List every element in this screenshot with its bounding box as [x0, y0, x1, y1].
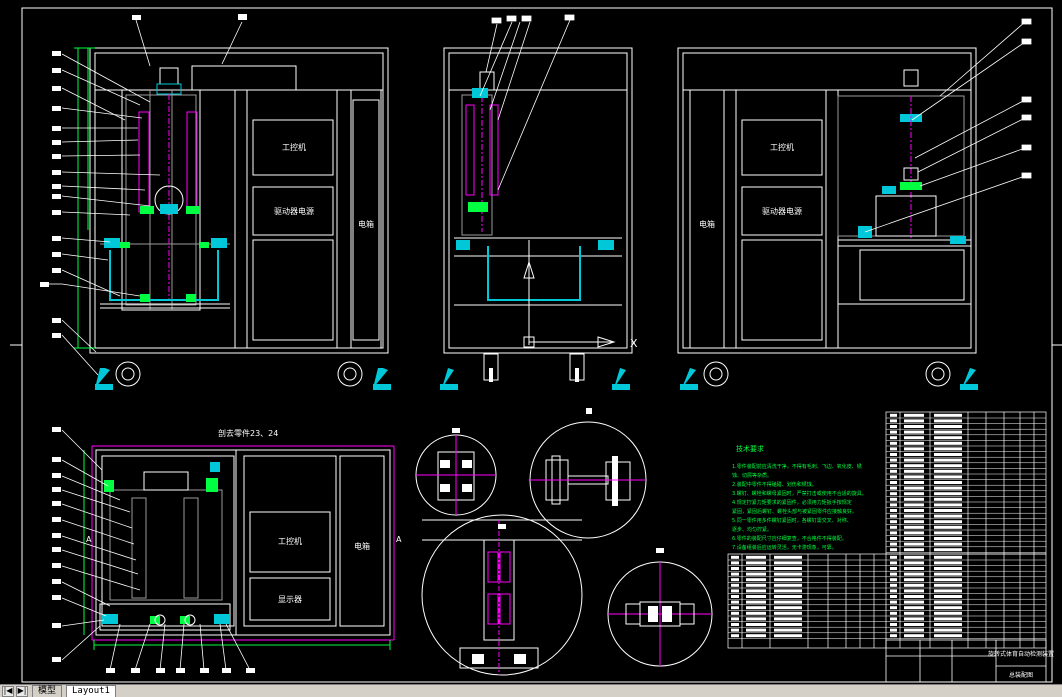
- title-block-drawing-no: 总装配图: [1009, 671, 1033, 679]
- front-cabinet-top-label: 工控机: [282, 142, 306, 152]
- front-view-actuators: [104, 111, 227, 302]
- plan-view-parts: [102, 462, 230, 626]
- side-view-parts: [456, 88, 616, 348]
- front-cabinet-side-label: 电箱: [358, 219, 374, 229]
- plan-view-balloons: [52, 427, 255, 673]
- plan-mid-label: 显示器: [278, 595, 302, 604]
- side-view-leaders: [479, 14, 575, 191]
- plan-view-leaders: [61, 429, 251, 671]
- tech-note-3: 2.装配中零件不得磕碰、划伤和锈蚀。: [732, 481, 817, 488]
- first-tab-button[interactable]: |◀: [2, 685, 14, 697]
- rear-view: [677, 47, 977, 354]
- front-view: [89, 47, 389, 354]
- side-view: [443, 47, 633, 354]
- plan-top-label: 工控机: [278, 536, 302, 546]
- plan-side-label: 电箱: [354, 541, 370, 551]
- rear-view-parts: [858, 69, 966, 244]
- tech-requirements: 技术要求 1.零件装配前应清洗干净，不得有毛刺、飞边、氧化皮、锈 蚀、切屑等杂质…: [732, 444, 867, 551]
- tech-note-4: 3.螺钉、螺栓和螺母紧固时，严禁打击或使用不合适的旋具。: [732, 490, 867, 497]
- front-view-casters: [95, 361, 391, 390]
- detail-circle-b: [529, 408, 647, 539]
- front-view-motor: [156, 67, 182, 300]
- rear-cabinet-side-label: 电箱: [699, 219, 715, 229]
- title-block: [885, 639, 1047, 683]
- detail-circle-d: [607, 548, 713, 667]
- plan-view: [91, 445, 395, 641]
- tab-layout1[interactable]: Layout1: [66, 685, 116, 697]
- parts-list-rows: [728, 413, 1046, 639]
- tech-note-5: 4.规定拧紧力矩要求的紧固件，必须用力矩扳手按规定: [732, 499, 852, 506]
- plan-section-mark-right: A: [396, 535, 402, 544]
- detail-circle-c: [421, 514, 583, 676]
- plan-section-mark-left: A: [86, 535, 92, 544]
- drawing-frame: [10, 7, 1062, 683]
- title-block-name: 旋转式体育自动检测装置: [988, 650, 1054, 658]
- tech-note-1: 1.零件装配前应清洗干净，不得有毛刺、飞边、氧化皮、锈: [732, 463, 862, 470]
- tech-requirements-title: 技术要求: [736, 444, 764, 453]
- rear-view-casters: [680, 361, 978, 390]
- parts-list-lower: [727, 553, 1047, 649]
- layout-tab-bar: |◀ ▶| 模型 Layout1: [0, 684, 1062, 697]
- side-view-casters: [440, 353, 630, 390]
- tech-note-9: 6.零件的装配尺寸应仔细复查，不合格件不得装配。: [732, 535, 847, 542]
- tab-model[interactable]: 模型: [32, 685, 63, 697]
- front-view-leaders: [48, 19, 243, 376]
- front-cabinet-mid-label: 驱动器电源: [274, 206, 314, 216]
- tech-note-6: 紧固，紧固后螺钉、螺栓头部与被紧固零件应接触良好。: [732, 508, 857, 515]
- tech-note-10: 7.设备组装后应运转灵活，无卡滞现象，可靠。: [732, 544, 837, 551]
- tech-note-7: 5.同一零件用多件螺钉紧固时，各螺钉需交叉、对称、: [732, 517, 852, 524]
- side-view-marker-x: X: [630, 337, 638, 350]
- next-tab-button[interactable]: ▶|: [16, 685, 28, 697]
- front-view-balloons: [40, 14, 247, 338]
- tech-note-8: 逐步、均匀拧紧。: [732, 526, 772, 533]
- rear-view-leaders: [864, 18, 1032, 233]
- plan-section-title: 剖去零件23、24: [218, 428, 278, 438]
- detail-circle-a: [415, 428, 497, 516]
- tech-note-2: 蚀、切屑等杂质。: [732, 472, 772, 479]
- rear-cabinet-mid-label: 驱动器电源: [762, 206, 802, 216]
- parts-list-upper: [885, 411, 1047, 555]
- rear-cabinet-top-label: 工控机: [770, 142, 794, 152]
